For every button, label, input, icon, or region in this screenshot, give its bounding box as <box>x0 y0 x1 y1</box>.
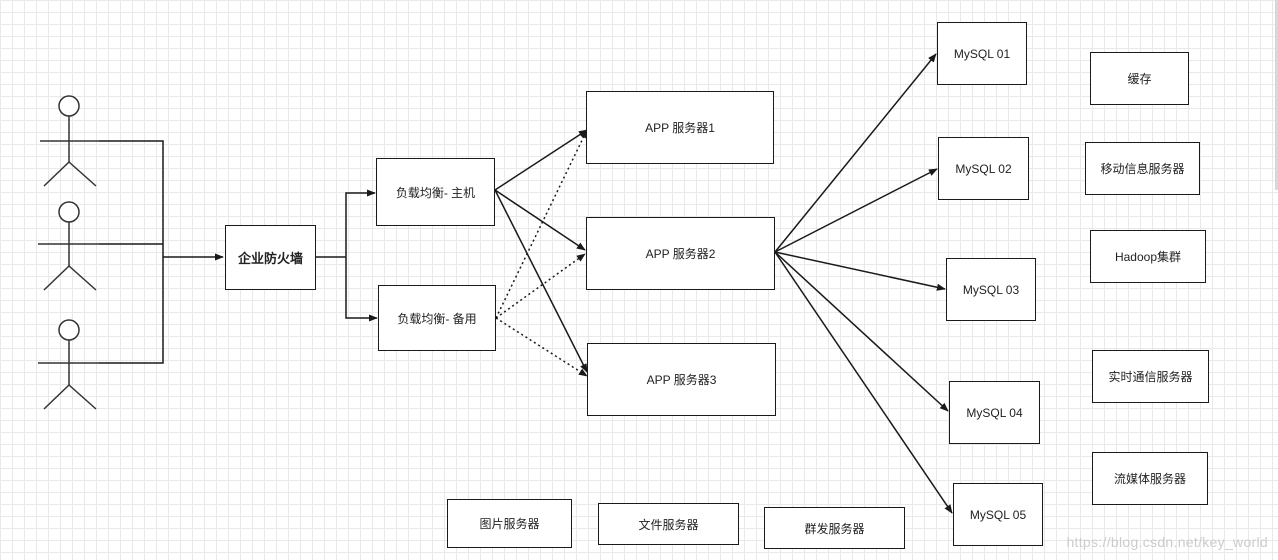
file-server-node: 文件服务器 <box>598 503 739 545</box>
mysql-01-label: MySQL 01 <box>953 46 1011 61</box>
cache-label: 缓存 <box>1127 72 1152 86</box>
load-balancer-backup-node: 负载均衡- 备用 <box>378 285 496 351</box>
app-server-3-node: APP 服务器3 <box>587 343 776 416</box>
mysql-04-label: MySQL 04 <box>966 405 1023 420</box>
mobile-info-server-label: 移动信息服务器 <box>1100 162 1185 176</box>
user-actor-1 <box>40 95 99 187</box>
image-server-label: 图片服务器 <box>479 517 540 531</box>
scrollbar-edge <box>1275 0 1278 190</box>
streaming-media-server-label: 流媒体服务器 <box>1113 472 1186 486</box>
app-server-1-node: APP 服务器1 <box>586 91 774 164</box>
load-balancer-backup-label: 负载均衡- 备用 <box>397 311 477 326</box>
firewall-node: 企业防火墙 <box>225 225 316 290</box>
realtime-comm-server-node: 实时通信服务器 <box>1092 350 1209 403</box>
mysql-05-label: MySQL 05 <box>969 507 1027 522</box>
image-server-node: 图片服务器 <box>447 499 572 548</box>
firewall-to-lb-connector <box>316 189 378 322</box>
app-server-2-label: APP 服务器2 <box>645 247 716 261</box>
backup-lb-to-app-connectors <box>495 129 588 377</box>
app-to-mysql-connectors <box>774 53 953 514</box>
hadoop-cluster-node: Hadoop集群 <box>1090 230 1206 283</box>
load-balancer-primary-label: 负载均衡- 主机 <box>395 185 476 200</box>
mysql-04-node: MySQL 04 <box>949 381 1040 444</box>
mysql-05-node: MySQL 05 <box>953 483 1043 546</box>
mysql-02-label: MySQL 02 <box>955 161 1012 176</box>
realtime-comm-server-label: 实时通信服务器 <box>1108 370 1193 384</box>
mass-mail-server-node: 群发服务器 <box>764 507 905 549</box>
mysql-03-node: MySQL 03 <box>946 258 1036 321</box>
streaming-media-server-node: 流媒体服务器 <box>1092 452 1208 505</box>
mysql-03-label: MySQL 03 <box>962 282 1020 297</box>
app-server-2-node: APP 服务器2 <box>586 217 775 290</box>
app-server-3-label: APP 服务器3 <box>646 373 717 387</box>
file-server-label: 文件服务器 <box>638 517 699 532</box>
user-actor-3 <box>38 319 99 410</box>
users-to-firewall-connector <box>99 140 224 364</box>
cache-node: 缓存 <box>1090 52 1189 105</box>
mobile-info-server-node: 移动信息服务器 <box>1085 142 1200 195</box>
firewall-label: 企业防火墙 <box>237 251 303 266</box>
watermark: https://blog.csdn.net/key_world <box>1066 534 1268 550</box>
hadoop-cluster-label: Hadoop集群 <box>1114 250 1182 264</box>
load-balancer-primary-node: 负载均衡- 主机 <box>376 158 495 226</box>
mysql-02-node: MySQL 02 <box>938 137 1029 200</box>
primary-lb-to-app-connectors <box>494 129 588 373</box>
user-actor-2 <box>38 201 99 291</box>
mysql-01-node: MySQL 01 <box>937 22 1027 85</box>
app-server-1-label: APP 服务器1 <box>645 121 715 135</box>
mass-mail-server-label: 群发服务器 <box>804 521 865 536</box>
